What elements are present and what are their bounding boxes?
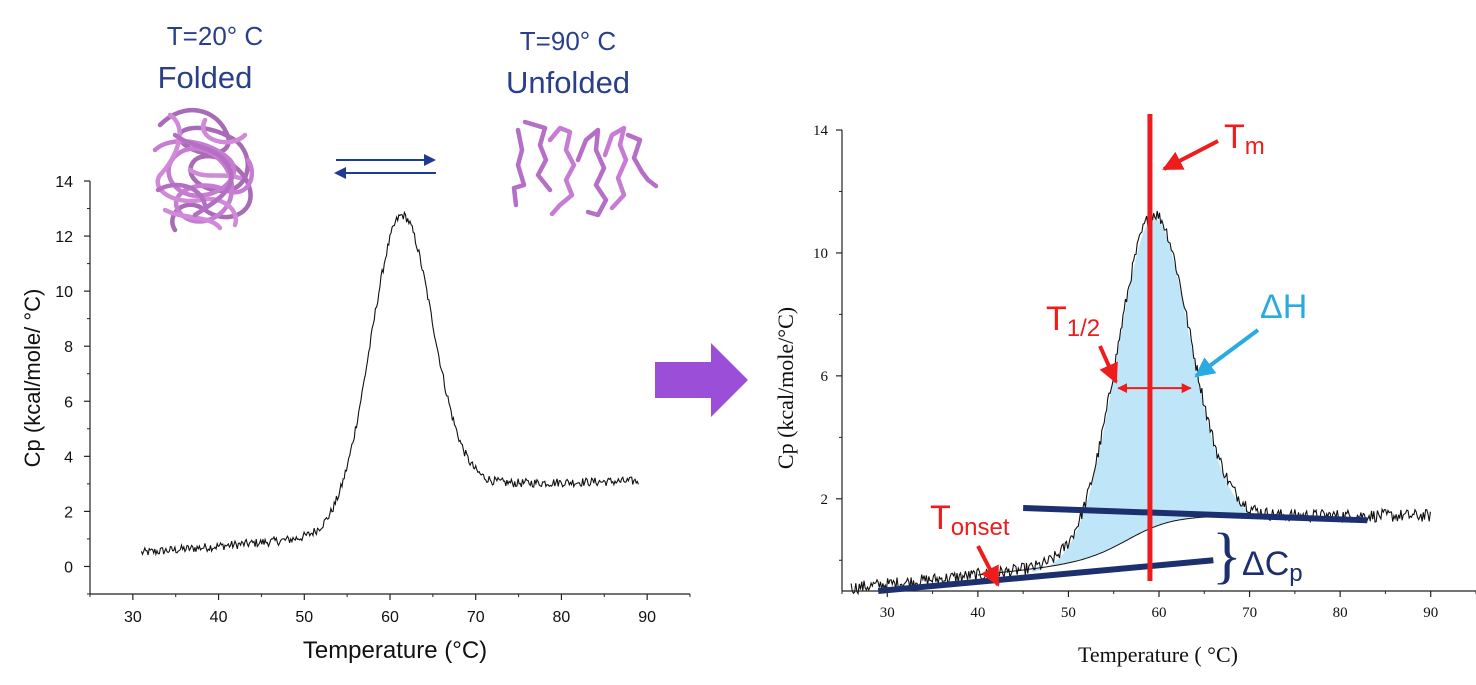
left-ticks: 30 40 50 60 70 80 90 0 2 4 6 8 10 12 14	[55, 174, 691, 626]
left-y-tick-label: 6	[64, 394, 73, 411]
t-half-pointer-arrow	[1098, 345, 1118, 384]
delta-cp-brace: }	[1212, 522, 1242, 590]
tm-label: Tm	[1224, 118, 1265, 160]
right-x-tick-label: 30	[880, 605, 895, 621]
t-half-label-main: T	[1046, 300, 1067, 338]
unfolded-temp-label: T=90° C	[520, 26, 616, 56]
tm-pointer-arrow	[1162, 139, 1219, 171]
unfolded-protein-image	[511, 119, 659, 218]
tm-label-sub: m	[1245, 133, 1265, 160]
post-transition-baseline	[1023, 505, 1368, 524]
t-onset-pointer-arrow	[976, 545, 1000, 587]
left-y-axis-title: Cp (kcal/mole/ °C)	[20, 289, 45, 468]
left-x-tick-label: 40	[210, 609, 228, 626]
delta-cp-label-main: ΔC	[1242, 545, 1289, 583]
transition-arrow	[655, 343, 748, 417]
right-cp-trace	[850, 210, 1431, 596]
t-half-label: T1/2	[1046, 300, 1100, 342]
pre-transition-baseline	[877, 557, 1214, 594]
left-y-tick-label: 8	[64, 339, 73, 356]
right-x-tick-label: 60	[1152, 605, 1167, 621]
right-x-axis-title: Temperature ( °C)	[1078, 642, 1238, 667]
t-onset-label-sub: onset	[951, 514, 1010, 541]
t-onset-label: Tonset	[930, 499, 1010, 541]
right-ticks: 30 40 50 60 70 80 90 2 6 10 14	[813, 123, 1476, 621]
delta-h-label: ΔH	[1260, 288, 1307, 326]
right-x-tick-label: 50	[1061, 605, 1076, 621]
left-x-axis-title: Temperature (°C)	[303, 637, 487, 664]
left-x-tick-label: 70	[467, 609, 485, 626]
left-y-tick-label: 4	[64, 449, 73, 466]
left-x-tick-label: 30	[124, 609, 142, 626]
right-x-tick-label: 70	[1242, 605, 1257, 621]
right-y-tick-label: 2	[821, 492, 829, 508]
left-chart: 30 40 50 60 70 80 90 0 2 4 6 8 10 12 14 Temperature (°…	[20, 174, 691, 664]
folded-state-label: Folded	[158, 60, 253, 95]
left-x-tick-label: 80	[553, 609, 571, 626]
folded-protein-image	[152, 107, 255, 233]
delta-cp-label-sub: p	[1289, 560, 1302, 587]
left-y-tick-label: 10	[55, 284, 73, 301]
equilibrium-arrows	[334, 154, 436, 179]
left-y-tick-label: 12	[55, 229, 73, 246]
right-x-tick-label: 80	[1333, 605, 1348, 621]
delta-cp-label: ΔCp	[1242, 545, 1303, 587]
tm-label-main: T	[1224, 118, 1245, 156]
t-half-label-sub: 1/2	[1067, 315, 1100, 342]
right-y-tick-label: 6	[821, 369, 829, 385]
right-x-tick-label: 90	[1423, 605, 1438, 621]
left-y-tick-label: 14	[55, 174, 73, 191]
folded-temp-label: T=20° C	[167, 21, 263, 51]
left-y-tick-label: 2	[64, 504, 73, 521]
right-x-tick-label: 40	[970, 605, 985, 621]
unfolded-state-label: Unfolded	[506, 65, 630, 100]
left-x-tick-label: 50	[295, 609, 313, 626]
left-x-tick-label: 90	[638, 609, 656, 626]
delta-h-pointer-arrow	[1194, 328, 1260, 378]
right-y-tick-label: 10	[813, 246, 828, 262]
t-onset-label-main: T	[930, 499, 951, 537]
left-y-tick-label: 0	[64, 559, 73, 576]
left-x-tick-label: 60	[381, 609, 399, 626]
right-y-axis-title: Cp (kcal/mole/°C)	[773, 307, 798, 469]
right-y-tick-label: 14	[813, 123, 829, 139]
left-cp-trace	[140, 210, 639, 557]
